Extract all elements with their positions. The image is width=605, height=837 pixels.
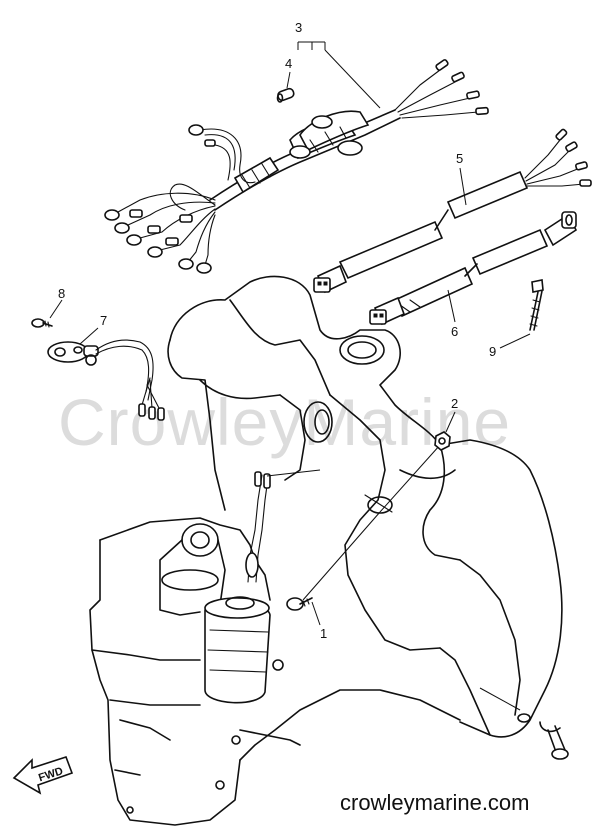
- leader-screw-to-bracket: [302, 511, 381, 601]
- callout-8: 8: [49, 286, 65, 319]
- callout-label-5: 5: [456, 151, 463, 166]
- leader-nut-to-bracket: [379, 444, 441, 513]
- callout-label-7: 7: [100, 313, 107, 328]
- callout-label-1: 1: [320, 626, 327, 641]
- callout-6: 6: [447, 289, 458, 339]
- leader-washer: [479, 687, 521, 711]
- engine-block: [167, 275, 563, 738]
- callout-2: 2: [445, 396, 458, 433]
- part-bolt: [529, 279, 544, 331]
- callout-1: 1: [311, 601, 327, 641]
- part-switch: [47, 339, 165, 421]
- callout-label-9: 9: [489, 344, 496, 359]
- part-main-harness: [104, 59, 489, 274]
- callout-label-4: 4: [285, 56, 292, 71]
- callout-label-2: 2: [451, 396, 458, 411]
- forward-direction-arrow: FWD: [12, 756, 74, 795]
- part-lower-bolt: [517, 713, 569, 760]
- footer-site-url: crowleymarine.com: [340, 790, 530, 815]
- callout-9: 9: [489, 333, 531, 359]
- callout-5: 5: [456, 151, 467, 206]
- leader-wire-to-block: [266, 469, 321, 477]
- callout-3: 3: [295, 20, 381, 109]
- callout-label-8: 8: [58, 286, 65, 301]
- part-nut: [434, 431, 451, 451]
- callout-7: 7: [79, 313, 107, 345]
- part-sleeve: [276, 87, 295, 103]
- part-harness-lower: [369, 211, 578, 326]
- callout-label-3: 3: [295, 20, 302, 35]
- part-harness-upper: [313, 128, 592, 294]
- lower-assembly: [89, 471, 461, 826]
- callout-label-6: 6: [451, 324, 458, 339]
- callout-4: 4: [285, 56, 292, 89]
- part-screw: [286, 597, 313, 611]
- part-screw-small: [31, 318, 53, 328]
